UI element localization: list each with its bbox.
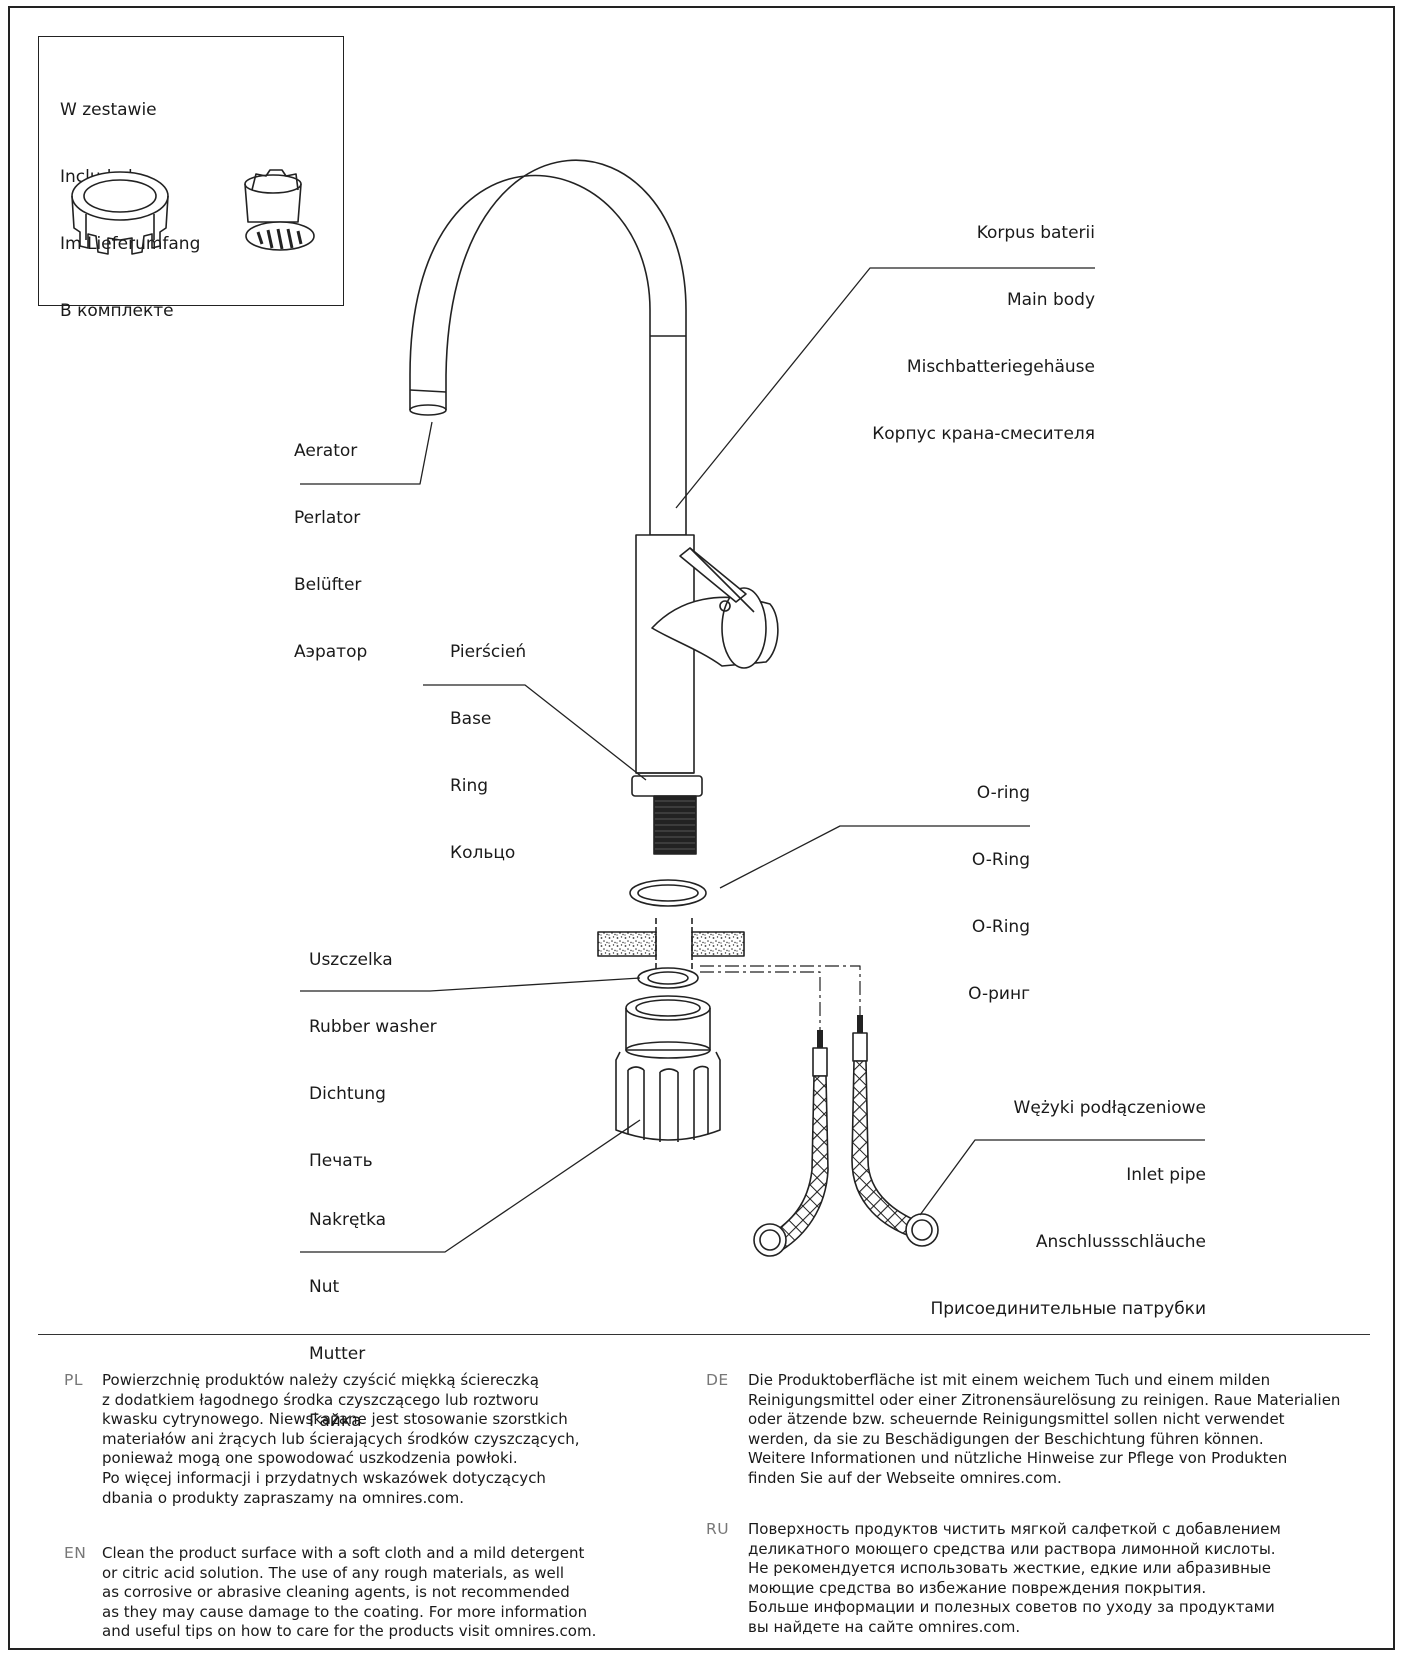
callout-o-ring-ru: O-ринг: [968, 984, 1030, 1005]
care-text-de: Die Produktoberfläche ist mit einem weic…: [748, 1371, 1341, 1487]
care-text-en: Clean the product surface with a soft cl…: [102, 1544, 597, 1641]
hose-centerlines: [700, 965, 861, 1030]
callout-washer-en: Rubber washer: [309, 1017, 437, 1038]
o-ring-drawing: [629, 879, 707, 907]
leader-inlet-pipe: [919, 1139, 1205, 1216]
inlet-hoses-drawing: [753, 1015, 939, 1257]
callout-o-ring-pl: O-ring: [976, 782, 1030, 803]
faucet-exploded-drawing: [71, 159, 1205, 1257]
leader-main-body: [675, 267, 1095, 509]
nut-drawing: [615, 995, 721, 1142]
callout-nut-ru: Гайка: [309, 1411, 362, 1432]
faucet-body: [631, 534, 779, 855]
callout-nut: Nakrętka Nut Mutter Гайка: [309, 1164, 386, 1455]
leader-o-ring: [719, 825, 1030, 889]
callout-nut-en: Nut: [309, 1277, 340, 1298]
care-text-ru: Поверхность продуктов чистить мягкой сал…: [748, 1520, 1281, 1636]
faucet-spout: [409, 159, 687, 536]
care-code-de: DE: [706, 1371, 729, 1389]
care-code-pl: PL: [64, 1371, 83, 1389]
callout-washer-de: Dichtung: [309, 1084, 386, 1105]
care-text-pl: Powierzchnię produktów należy czyścić mi…: [102, 1371, 580, 1507]
care-code-en: EN: [64, 1544, 87, 1562]
callout-inlet-pipe-de: Anschlussschläuche: [1035, 1232, 1206, 1253]
callout-washer-pl: Uszczelka: [309, 949, 393, 970]
section-divider: [38, 1334, 1370, 1335]
page-frame: [8, 6, 1395, 1650]
callout-aerator: Aerator Perlator Belüfter Аэратор: [294, 395, 367, 686]
callout-o-ring-de: O-Ring: [971, 917, 1030, 938]
callout-nut-de: Mutter: [309, 1344, 366, 1365]
included-aerator-drawing: [244, 169, 315, 251]
included-parts-box: [38, 36, 344, 306]
callout-inlet-pipe: Wężyki podłączeniowe Inlet pipe Anschlus…: [930, 1052, 1206, 1343]
callout-ring-de: Ring: [450, 776, 489, 797]
callout-inlet-pipe-pl: Wężyki podłączeniowe: [1013, 1097, 1206, 1118]
callout-main-body-de: Mischbatteriegehäuse: [906, 357, 1095, 378]
leader-nut: [300, 1119, 641, 1253]
callout-main-body: Korpus baterii Main body Mischbatteriege…: [872, 177, 1095, 468]
included-label-pl: W zestawie: [60, 99, 157, 120]
callout-ring-ru: Кольцо: [450, 843, 516, 864]
rubber-washer-drawing: [637, 967, 699, 989]
callout-washer: Uszczelka Rubber washer Dichtung Печать: [309, 904, 437, 1195]
callout-aerator-ru: Аэратор: [294, 642, 368, 663]
callout-main-body-en: Main body: [1006, 290, 1095, 311]
included-nut-drawing: [71, 171, 169, 255]
callout-main-body-pl: Korpus baterii: [976, 222, 1095, 243]
callout-inlet-pipe-en: Inlet pipe: [1126, 1165, 1206, 1186]
leader-washer: [300, 977, 641, 992]
callout-o-ring: O-ring O-Ring O-Ring O-ринг: [968, 737, 1030, 1028]
leader-ring: [423, 684, 647, 781]
callout-ring: Pierścień Base Ring Кольцо: [450, 596, 526, 887]
callout-aerator-de: Belüfter: [294, 575, 362, 596]
care-code-ru: RU: [706, 1520, 730, 1538]
callout-washer-ru: Печать: [309, 1151, 373, 1172]
callout-inlet-pipe-ru: Присоединительные патрубки: [930, 1299, 1206, 1320]
callout-aerator-pl: Aerator: [294, 440, 358, 461]
callout-aerator-en: Perlator: [294, 508, 361, 529]
callout-ring-pl: Pierścień: [450, 641, 527, 662]
included-label-ru: В комплекте: [60, 301, 174, 322]
callout-ring-en: Base: [450, 709, 492, 730]
callout-o-ring-en: O-Ring: [971, 850, 1030, 871]
countertop-section: [597, 918, 745, 978]
callout-main-body-ru: Корпус крана-смесителя: [872, 424, 1095, 445]
leader-lines: [300, 267, 1205, 1253]
callout-nut-pl: Nakrętka: [309, 1209, 387, 1230]
leader-aerator: [300, 421, 433, 485]
